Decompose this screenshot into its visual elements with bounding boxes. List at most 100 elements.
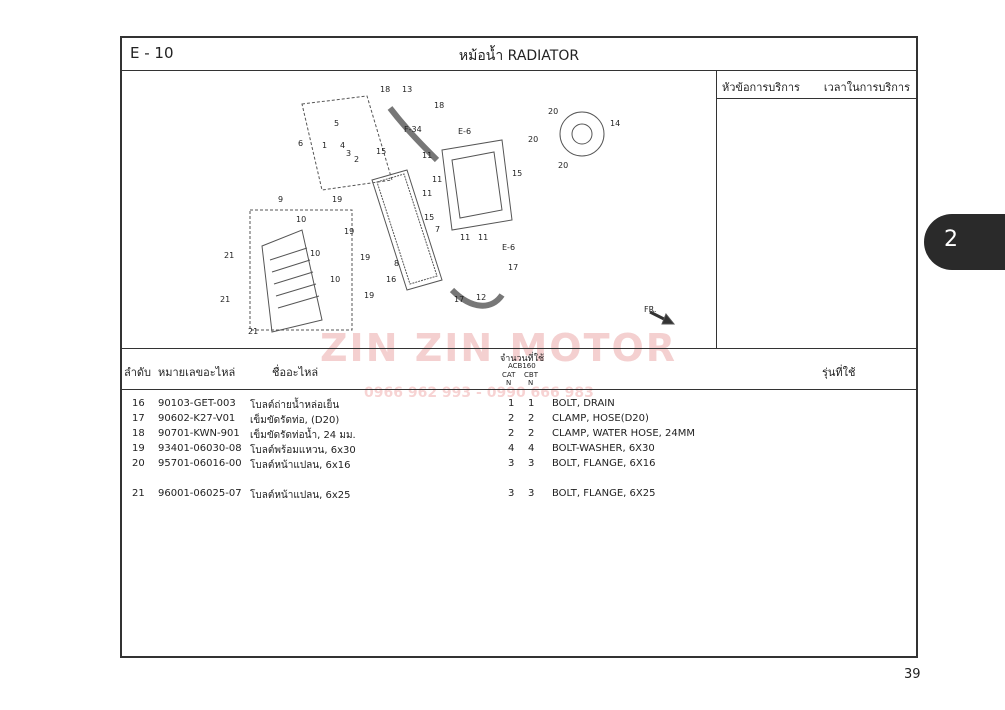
diagram-label: 10 <box>310 249 320 258</box>
row-name-en: BOLT, FLANGE, 6X16 <box>552 458 656 469</box>
row-name-en: BOLT, FLANGE, 6X25 <box>552 488 656 499</box>
page-title: หม้อน้ำ RADIATOR <box>458 48 580 64</box>
col-part-no: หมายเลขอะไหล่ <box>158 366 236 379</box>
diagram-label: 18 <box>434 101 444 110</box>
diagram-label: 17 <box>454 295 464 304</box>
row-cbt: 3 <box>528 458 535 469</box>
col-model: ACB160 <box>508 362 536 370</box>
page-frame: E - 10 หม้อน้ำ RADIATOR <box>120 36 918 658</box>
diagram-label: 11 <box>422 151 432 160</box>
diagram-label: 19 <box>344 227 354 236</box>
diagram-label: 20 <box>548 107 558 116</box>
diagram-label: 10 <box>296 215 306 224</box>
row-cbt: 4 <box>528 443 535 454</box>
table-row: 18 90701-KWN-901 เข็มขัดรัดท่อน้ำ, 24 มม… <box>122 428 916 443</box>
table-row: 21 96001-06025-07 โบลต์หน้าแปลน, 6x25 3 … <box>122 488 916 503</box>
row-name-th: เข็มขัดรัดท่อน้ำ, 24 มม. <box>250 430 356 441</box>
row-name-th: โบลต์พร้อมแหวน, 6x30 <box>250 445 356 456</box>
table-row: 20 95701-06016-00 โบลต์หน้าแปลน, 6x16 3 … <box>122 458 916 473</box>
table-row: 16 90103-GET-003 โบลต์ถ่ายน้ำหล่อเย็น 1 … <box>122 398 916 413</box>
row-cbt: 2 <box>528 428 535 439</box>
diagram-label: 8 <box>394 259 399 268</box>
diagram-label: 13 <box>402 85 412 94</box>
diagram-label: 11 <box>460 233 470 242</box>
row-part-no: 90103-GET-003 <box>158 398 236 409</box>
diagram-label: 7 <box>435 225 440 234</box>
row-cat: 3 <box>508 488 515 499</box>
row-name-en: CLAMP, HOSE(D20) <box>552 413 649 424</box>
diagram-label: 3 <box>346 149 351 158</box>
diagram-label: 4 <box>340 141 345 150</box>
col-name: ชื่ออะไหล่ <box>272 366 319 379</box>
row-cbt: 3 <box>528 488 535 499</box>
parts-table-header: ลำดับ หมายเลขอะไหล่ ชื่ออะไหล่ จำนวนที่ใ… <box>122 348 916 390</box>
service-time-header: เวลาในการบริการ <box>823 81 910 94</box>
service-panel: หัวข้อการบริการ เวลาในการบริการ <box>716 70 916 348</box>
table-row: 19 93401-06030-08 โบลต์พร้อมแหวน, 6x30 4… <box>122 443 916 458</box>
row-part-no: 96001-06025-07 <box>158 488 242 499</box>
row-no: 20 <box>132 458 145 469</box>
section-tab[interactable]: 2 <box>924 214 1005 270</box>
diagram-label: 11 <box>422 189 432 198</box>
diagram-ref: E-6 <box>502 243 515 252</box>
row-cat: 4 <box>508 443 515 454</box>
diagram-label: 15 <box>424 213 434 222</box>
diagram-label: 6 <box>298 139 303 148</box>
service-topic-header: หัวข้อการบริการ <box>722 81 800 94</box>
row-no: 17 <box>132 413 145 424</box>
diagram-label: 15 <box>512 169 522 178</box>
diagram-label: 18 <box>380 85 390 94</box>
exploded-diagram: 18 13 18 E-6 F-34 5 1 4 6 3 2 15 11 11 1… <box>122 70 717 348</box>
row-name-th: โบลต์หน้าแปลน, 6x25 <box>250 490 351 501</box>
col-cbt-n: N <box>528 379 534 387</box>
row-part-no: 90602-K27-V01 <box>158 413 236 424</box>
row-part-no: 95701-06016-00 <box>158 458 242 469</box>
diagram-label: 12 <box>476 293 486 302</box>
diagram-label: 2 <box>354 155 359 164</box>
diagram-label: 17 <box>508 263 518 272</box>
diagram-label: 21 <box>220 295 230 304</box>
row-name-th: เข็มขัดรัดท่อ, (D20) <box>250 415 340 426</box>
diagram-label: 21 <box>224 251 234 260</box>
diagram-label: 11 <box>432 175 442 184</box>
row-name-en: BOLT-WASHER, 6X30 <box>552 443 655 454</box>
row-name-th: โบลต์หน้าแปลน, 6x16 <box>250 460 351 471</box>
diagram-label: 19 <box>364 291 374 300</box>
row-name-th: โบลต์ถ่ายน้ำหล่อเย็น <box>250 400 340 411</box>
diagram-ref: F-34 <box>404 125 422 134</box>
diagram-label: 14 <box>610 119 620 128</box>
col-cat: CAT <box>502 371 516 379</box>
diagram-label: 1 <box>322 141 327 150</box>
section-code: E - 10 <box>130 44 174 62</box>
row-cbt: 2 <box>528 413 535 424</box>
col-cbt: CBT <box>524 371 538 379</box>
diagram-label: 10 <box>330 275 340 284</box>
diagram-label: 19 <box>360 253 370 262</box>
col-applicable: รุ่นที่ใช้ <box>822 366 856 379</box>
col-cat-n: N <box>506 379 512 387</box>
radiator-diagram: 18 13 18 E-6 F-34 5 1 4 6 3 2 15 11 11 1… <box>220 85 676 336</box>
row-cat: 2 <box>508 428 515 439</box>
front-direction-label: FR. <box>644 305 656 314</box>
diagram-label: 11 <box>478 233 488 242</box>
diagram-label: 20 <box>558 161 568 170</box>
row-cat: 3 <box>508 458 515 469</box>
row-cat: 1 <box>508 398 515 409</box>
table-row: 17 90602-K27-V01 เข็มขัดรัดท่อ, (D20) 2 … <box>122 413 916 428</box>
row-name-en: BOLT, DRAIN <box>552 398 615 409</box>
diagram-label: 9 <box>278 195 283 204</box>
page-number: 39 <box>904 667 921 682</box>
col-no: ลำดับ <box>124 366 152 379</box>
row-part-no: 90701-KWN-901 <box>158 428 240 439</box>
diagram-label: 19 <box>332 195 342 204</box>
row-no: 16 <box>132 398 145 409</box>
diagram-ref: E-6 <box>458 127 471 136</box>
diagram-label: 16 <box>386 275 396 284</box>
row-no: 21 <box>132 488 145 499</box>
row-name-en: CLAMP, WATER HOSE, 24MM <box>552 428 695 439</box>
diagram-label: 21 <box>248 327 258 336</box>
divider <box>716 98 916 99</box>
row-no: 19 <box>132 443 145 454</box>
col-qty: จำนวนที่ใช้ <box>500 354 545 364</box>
diagram-label: 5 <box>334 119 339 128</box>
